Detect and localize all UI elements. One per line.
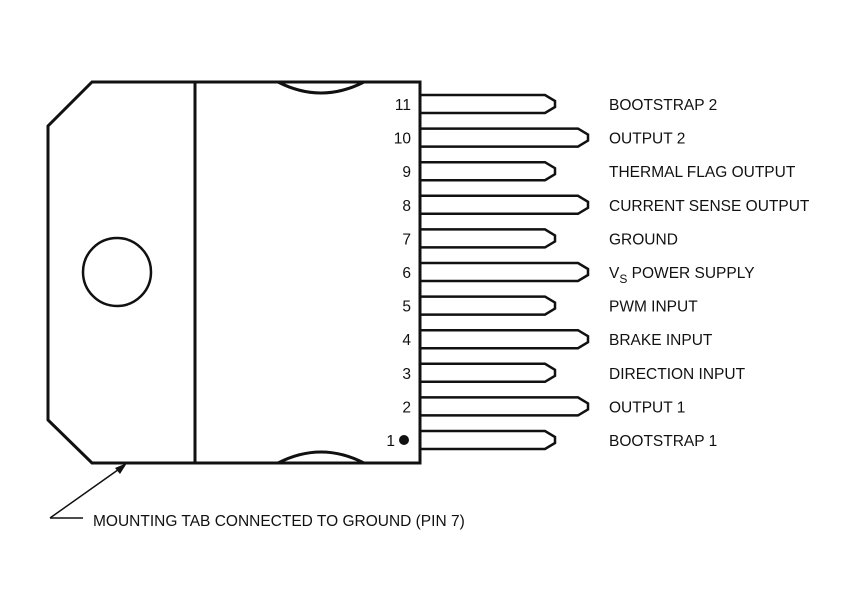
pin-lead [420,160,557,182]
callout-text: MOUNTING TAB CONNECTED TO GROUND (PIN 7) [93,513,465,530]
pin-number: 1 [386,433,395,450]
pin-5: 5 PWM INPUT [402,295,698,316]
pin-label: GROUND [609,231,678,248]
pin-label-part: OUTPUT 2 [609,131,685,148]
pin-number: 8 [402,198,411,215]
pin1-dot-icon [399,435,409,445]
mounting-hole [81,236,153,308]
pin-number: 6 [402,265,411,282]
pin-label: BRAKE INPUT [609,332,713,349]
pin-label: CURRENT SENSE OUTPUT [609,198,810,215]
top-notch [277,80,365,95]
pin-number: 2 [402,399,411,416]
pin-number: 4 [402,332,411,349]
pin-label-part: CURRENT SENSE OUTPUT [609,198,810,215]
pin-lead [420,362,557,384]
pin-lead [420,194,590,216]
package-body [193,80,422,465]
pin-label-part: BRAKE INPUT [609,332,713,349]
package-outline [46,80,422,465]
pin-6: 6 VS POWER SUPPLY [402,261,755,286]
pin-lead [420,228,557,249]
pin-number: 5 [402,299,411,316]
pin-lead [420,429,557,451]
pin-11: 11 BOOTSTRAP 2 [395,93,717,115]
pin-label-part: OUTPUT 1 [609,399,685,416]
pin-label-part: GROUND [609,231,678,248]
pin-1: 1 BOOTSTRAP 1 [386,429,717,451]
pin-label: OUTPUT 2 [609,131,685,148]
pin-lead [420,396,590,417]
pin-number: 9 [402,164,411,181]
pin-3: 3 DIRECTION INPUT [402,362,746,384]
pin-number: 11 [395,97,411,114]
pin-lead [420,127,590,148]
pin-10: 10 OUTPUT 2 [394,127,685,148]
pin-label: THERMAL FLAG OUTPUT [609,164,796,181]
mounting-tab-callout: MOUNTING TAB CONNECTED TO GROUND (PIN 7) [49,463,465,530]
pin-label-subscript: S [619,272,627,286]
pin-lead [420,261,590,283]
pin-4: 4 BRAKE INPUT [402,328,713,350]
pin-label-part: POWER SUPPLY [627,265,754,282]
bottom-notch [277,450,365,465]
callout-leader [49,466,123,519]
mounting-tab [46,80,195,465]
pin-lead [420,328,590,350]
pin-label: VS POWER SUPPLY [609,265,755,286]
pin-label-part: BOOTSTRAP 1 [609,433,717,450]
pin-label-part: DIRECTION INPUT [609,366,746,383]
arrowhead-icon [115,463,127,474]
pin-8: 8 CURRENT SENSE OUTPUT [402,194,810,216]
pin-2: 2 OUTPUT 1 [402,396,685,417]
pin-label-part: PWM INPUT [609,299,698,316]
pin-9: 9 THERMAL FLAG OUTPUT [402,160,796,182]
pin-lead [420,93,557,115]
pin-label: BOOTSTRAP 2 [609,97,717,114]
pin-label: DIRECTION INPUT [609,366,746,383]
pin-label-part: BOOTSTRAP 2 [609,97,717,114]
pin-label: BOOTSTRAP 1 [609,433,717,450]
pin-7: 7 GROUND [402,228,678,249]
pin-number: 3 [402,366,411,383]
pin-label-part: V [609,265,620,282]
pin-label: OUTPUT 1 [609,399,685,416]
pin-number: 7 [402,231,411,248]
pin-number: 10 [394,131,412,148]
pin-label-part: THERMAL FLAG OUTPUT [609,164,796,181]
pin-list: 11 BOOTSTRAP 2 10 OUTPUT 2 9 THERMAL FLAG OUT… [386,93,810,451]
pin-label: PWM INPUT [609,299,698,316]
pin-lead [420,295,557,316]
